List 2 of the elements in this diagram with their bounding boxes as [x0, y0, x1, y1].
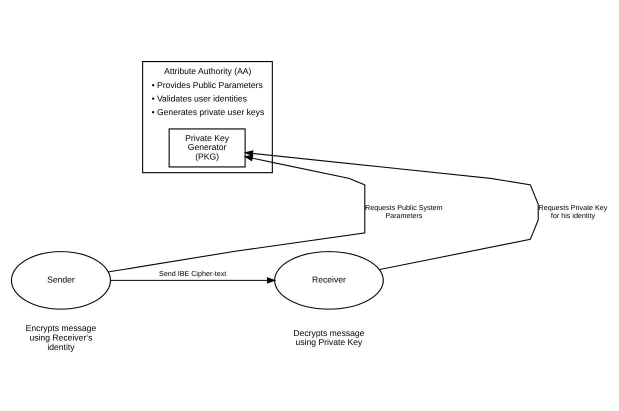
node-label: Encrypts message using Receiver‘s identity	[26, 323, 96, 352]
node-label: Decrypts message using Private Key	[293, 328, 364, 348]
